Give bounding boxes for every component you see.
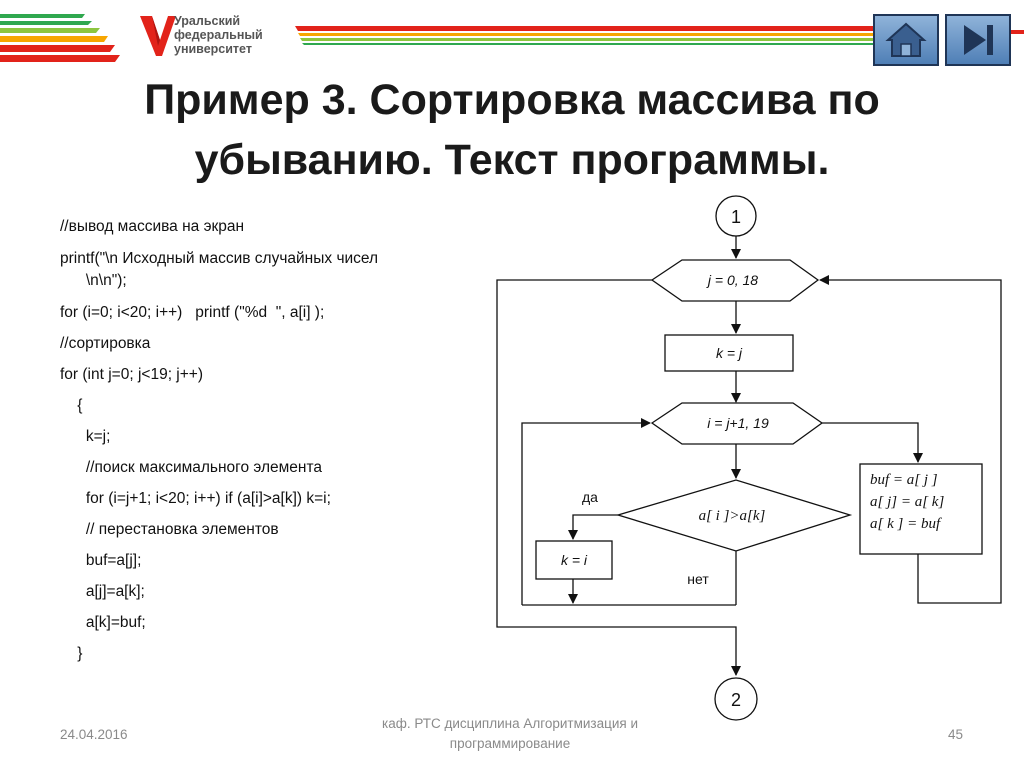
swap-line: a[ k ] = buf — [870, 516, 942, 532]
logo-line-3: университет — [174, 42, 252, 56]
swap-line: buf = a[ j ] — [870, 472, 938, 488]
university-logo-icon — [140, 16, 176, 56]
assign-k-i-block — [535, 540, 613, 580]
next-slide-button[interactable] — [945, 14, 1011, 66]
swap-block — [859, 463, 983, 555]
university-logo-text: Уральский федеральный университет — [174, 14, 263, 56]
code-line: //сортировка — [60, 335, 151, 352]
code-line: a[k]=buf; — [60, 614, 146, 631]
assign-k-j-label: k = j — [716, 345, 743, 361]
connector-start-label: 1 — [731, 207, 741, 227]
swap-line: a[ j] = a[ k] — [870, 494, 944, 510]
loop-i-label: i = j+1, 19 — [707, 415, 769, 431]
code-line: //поиск максимального элемента — [60, 459, 323, 476]
skip-next-icon — [964, 25, 993, 55]
slide-title-line-2: убыванию. Текст программы. — [194, 136, 830, 184]
header-stripes — [0, 14, 1024, 62]
code-line: for (int j=0; j<19; j++) — [60, 366, 204, 383]
code-line: // перестановка элементов — [60, 521, 279, 538]
connector-end — [714, 677, 758, 721]
code-line: \n\n"); — [60, 272, 127, 289]
condition-block — [615, 479, 853, 552]
home-icon — [885, 22, 927, 57]
yes-label: да — [582, 489, 598, 505]
code-line: buf=a[j]; — [60, 552, 142, 569]
loop-j-block — [650, 259, 820, 302]
code-line: //вывод массива на экран — [60, 218, 245, 235]
code-line: for (i=0; i<20; i++) printf ("%d ", a[i]… — [60, 304, 325, 321]
connector-end-label: 2 — [731, 690, 741, 710]
footer-course-line-2: программирование — [449, 736, 571, 751]
assign-k-i-label: k = i — [561, 552, 588, 568]
footer-course-line-1: каф. РТС дисциплина Алгоритмизация и — [382, 716, 638, 731]
footer-date: 24.04.2016 — [60, 727, 128, 742]
logo-line-2: федеральный — [174, 28, 263, 42]
code-line: printf("\n Исходный массив случайных чис… — [60, 250, 379, 267]
logo-line-1: Уральский — [174, 14, 241, 28]
footer-course: каф. РТС дисциплина Алгоритмизация и про… — [330, 714, 690, 754]
footer-page-number: 45 — [948, 727, 964, 742]
code-line: k=j; — [60, 428, 111, 445]
slide-title: Пример 3. Сортировка массива по убыванию… — [0, 70, 1024, 190]
loop-j-label: j = 0, 18 — [706, 272, 758, 288]
no-label: нет — [687, 571, 709, 587]
code-line: a[j]=a[k]; — [60, 583, 145, 600]
code-line: for (i=j+1; i<20; i++) if (a[i]>a[k]) k=… — [60, 490, 331, 507]
code-line: } — [60, 645, 83, 662]
assign-k-j-block — [664, 334, 794, 372]
home-button[interactable] — [873, 14, 939, 66]
condition-label: a[ i ]>a[k] — [699, 508, 766, 524]
code-line: { — [60, 397, 83, 414]
slide-title-line-1: Пример 3. Сортировка массива по — [144, 76, 880, 124]
